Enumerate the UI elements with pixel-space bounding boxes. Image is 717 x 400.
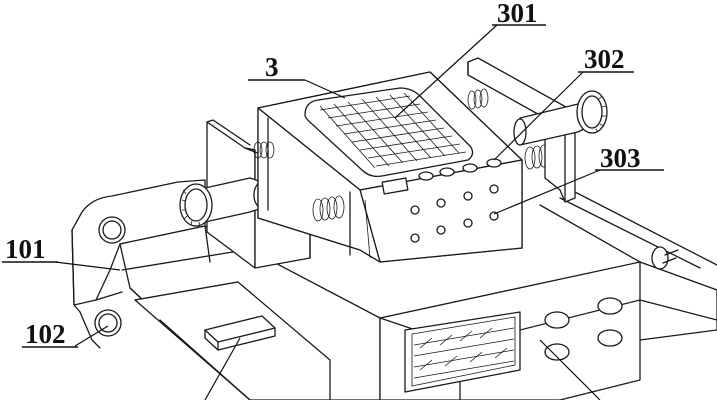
spring-left-upper [253,141,275,159]
label-303-text: 303 [600,143,641,173]
label-301: 301 [492,0,546,28]
right-knob [651,246,679,270]
label-101-text: 101 [5,234,46,264]
front-face-holes [410,184,499,243]
label-102-text: 102 [25,319,66,349]
label-3-text: 3 [265,52,279,82]
leader-lines [54,24,601,400]
label-302-text: 302 [584,44,625,74]
right-lead-screw [513,90,608,146]
slider-block [204,315,276,351]
label-301-text: 301 [497,0,538,28]
label-303: 303 [595,143,664,173]
callout-labels: 3 301 302 303 101 102 [2,0,664,349]
mesh-screen [304,87,474,178]
spring-left-lower [312,195,345,222]
spring-right-upper [467,88,489,110]
label-101: 101 [2,234,58,264]
label-3: 3 [248,52,305,82]
hatched-window [404,311,521,393]
base-block-holes [544,297,623,361]
label-102: 102 [22,319,78,349]
slot-row [381,158,502,195]
label-302: 302 [578,44,634,74]
